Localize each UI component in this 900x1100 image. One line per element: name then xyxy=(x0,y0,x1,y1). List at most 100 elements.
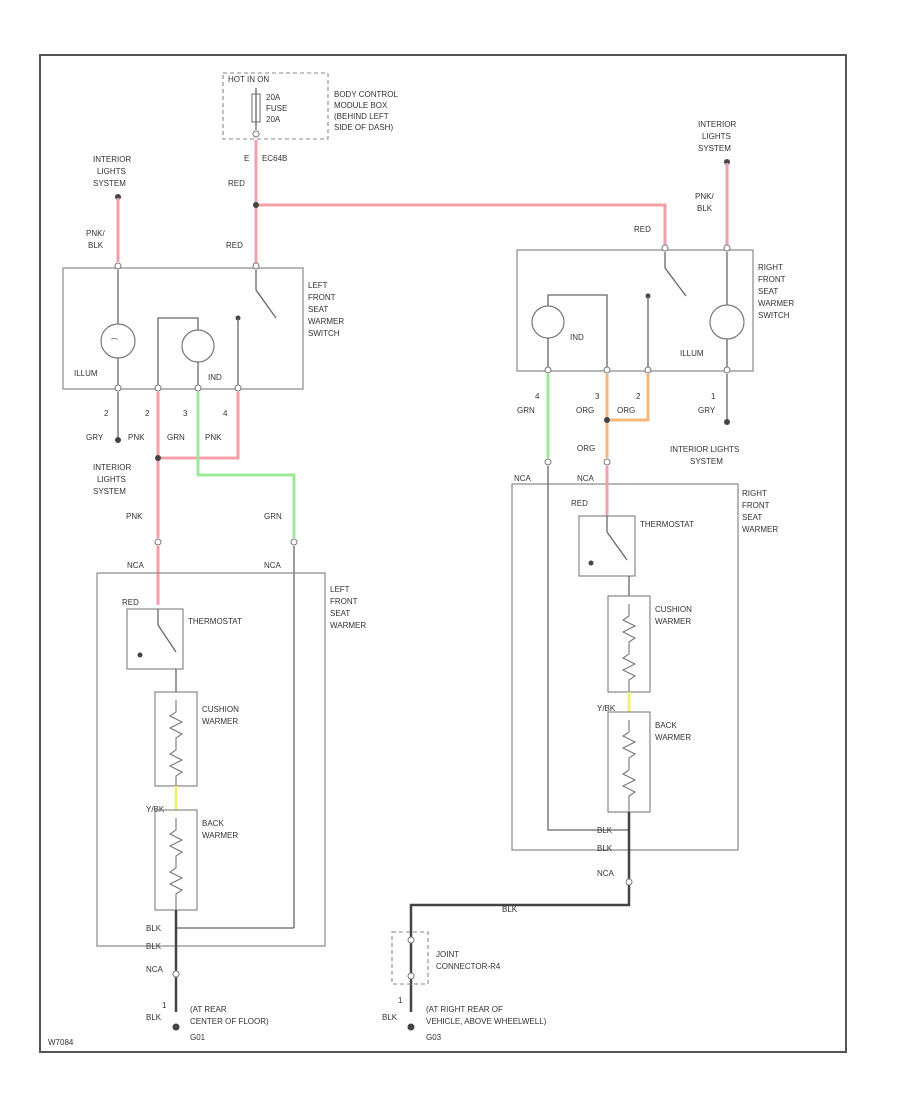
right-pin-4: 1 xyxy=(711,392,716,401)
right-warmer-nca-left: NCA xyxy=(514,474,532,483)
left-lower-interior-2: LIGHTS xyxy=(97,475,126,484)
right-org-below: ORG xyxy=(577,444,595,453)
left-pin-wire-1: GRY xyxy=(86,433,104,442)
right-blk-run: BLK xyxy=(502,905,518,914)
left-ground-id: G01 xyxy=(190,1033,206,1042)
left-ground-pin: 1 xyxy=(162,1001,167,1010)
right-interior-wire-2: BLK xyxy=(697,204,713,213)
right-joint-2: CONNECTOR-R4 xyxy=(436,962,501,971)
fuse-line-3: 20A xyxy=(266,115,281,124)
right-ground-id: G03 xyxy=(426,1033,442,1042)
left-lower-interior-3: SYSTEM xyxy=(93,487,126,496)
right-warmer-name-2: FRONT xyxy=(742,501,770,510)
right-warmer-nca-right: NCA xyxy=(577,474,595,483)
left-pin-3: 3 xyxy=(183,409,188,418)
left-warmer-grn: GRN xyxy=(264,512,282,521)
left-blk-2: BLK xyxy=(146,942,162,951)
right-cushion-1: CUSHION xyxy=(655,605,692,614)
diagram-frame xyxy=(39,54,847,1053)
left-ground: 1 BLK (AT REAR CENTER OF FLOOR) G01 xyxy=(146,1001,269,1042)
left-warmer-nca-right: NCA xyxy=(264,561,282,570)
right-switch: RIGHT FRONT SEAT WARMER SWITCH INTERIOR … xyxy=(516,120,794,466)
right-pin-wire-1: GRN xyxy=(517,406,535,415)
left-switch-name-5: SWITCH xyxy=(308,329,340,338)
right-lower-interior-1: INTERIOR LIGHTS xyxy=(670,445,739,454)
right-ground-wire-label: BLK xyxy=(382,1013,398,1022)
right-interior-2: LIGHTS xyxy=(702,132,731,141)
fuse-wire-color: RED xyxy=(228,179,245,188)
right-pin-wire-4: GRY xyxy=(698,406,716,415)
right-nca: NCA xyxy=(597,869,615,878)
right-switch-name-1: RIGHT xyxy=(758,263,783,272)
left-warmer-name-4: WARMER xyxy=(330,621,366,630)
right-back-1: BACK xyxy=(655,721,677,730)
left-warmer: PNK GRN NCA NCA LEFT FRONT SEAT WARMER R… xyxy=(96,512,366,974)
right-switch-name-3: SEAT xyxy=(758,287,778,296)
fuse-location-3: (BEHIND LEFT xyxy=(334,112,389,121)
right-back-2: WARMER xyxy=(655,733,691,742)
right-warmer-red: RED xyxy=(571,499,588,508)
left-switch: LEFT FRONT SEAT WARMER SWITCH INTERIOR L… xyxy=(62,155,344,496)
right-ground-pin: 1 xyxy=(398,996,403,1005)
right-ground-wire xyxy=(409,812,631,1012)
left-interior-1: INTERIOR xyxy=(93,155,131,164)
fuse-connector: EC64B xyxy=(262,154,287,163)
right-pin-3: 2 xyxy=(636,392,641,401)
right-warmer-name-3: SEAT xyxy=(742,513,762,522)
red-feed-wire xyxy=(254,140,667,265)
right-switch-name-5: SWITCH xyxy=(758,311,790,320)
right-ind-label: IND xyxy=(570,333,584,342)
right-pin-2: 3 xyxy=(595,392,600,401)
right-pin-wire-2: ORG xyxy=(576,406,594,415)
left-back-1: BACK xyxy=(202,819,224,828)
right-warmer: NCA NCA RIGHT FRONT SEAT WARMER RED THER… xyxy=(511,466,778,878)
left-back-2: WARMER xyxy=(202,831,238,840)
right-cushion-2: WARMER xyxy=(655,617,691,626)
left-lower-interior-1: INTERIOR xyxy=(93,463,131,472)
right-illum-label: ILLUM xyxy=(680,349,704,358)
left-interior-wire-2: BLK xyxy=(88,241,104,250)
right-pin-1: 4 xyxy=(535,392,540,401)
left-pin-2: 2 xyxy=(145,409,150,418)
right-thermostat-label: THERMOSTAT xyxy=(640,520,694,529)
left-pin-1: 2 xyxy=(104,409,109,418)
right-ground-location-2: VEHICLE, ABOVE WHEELWELL) xyxy=(426,1017,547,1026)
left-warmer-nca-left: NCA xyxy=(127,561,145,570)
left-cushion-2: WARMER xyxy=(202,717,238,726)
left-interior-3: SYSTEM xyxy=(93,179,126,188)
left-interior-wire-1: PNK/ xyxy=(86,229,105,238)
left-pin-wire-3: GRN xyxy=(167,433,185,442)
left-pink-wire xyxy=(156,392,240,538)
right-ground-location-1: (AT RIGHT REAR OF xyxy=(426,1005,503,1014)
left-pin-wire-4: PNK xyxy=(205,433,222,442)
right-switch-name-4: WARMER xyxy=(758,299,794,308)
left-warmer-name-3: SEAT xyxy=(330,609,350,618)
right-joint-1: JOINT xyxy=(436,950,459,959)
fuse-location-2: MODULE BOX xyxy=(334,101,388,110)
fuse-block: HOT IN ON 20A FUSE 20A BODY CONTROL MODU… xyxy=(222,72,398,188)
right-ground: JOINT CONNECTOR-R4 1 BLK (AT RIGHT REAR … xyxy=(382,931,547,1042)
right-lower-interior-2: SYSTEM xyxy=(690,457,723,466)
right-warmer-name-4: WARMER xyxy=(742,525,778,534)
left-warmer-red: RED xyxy=(122,598,139,607)
left-switch-name-2: FRONT xyxy=(308,293,336,302)
left-blk-1: BLK xyxy=(146,924,162,933)
fuse-line-2: FUSE xyxy=(266,104,287,113)
left-illum-label: ILLUM xyxy=(74,369,98,378)
svg-text:⌒: ⌒ xyxy=(111,338,118,346)
right-switch-in-pin: RED xyxy=(634,225,651,234)
left-warmer-name-2: FRONT xyxy=(330,597,358,606)
fuse-line-1: 20A xyxy=(266,93,281,102)
right-pin-wire-3: ORG xyxy=(617,406,635,415)
left-thermostat-label: THERMOSTAT xyxy=(188,617,242,626)
left-ind-label: IND xyxy=(208,373,222,382)
fuse-hot-label: HOT IN ON xyxy=(228,75,269,84)
left-nca: NCA xyxy=(146,965,164,974)
left-warmer-pnk: PNK xyxy=(126,512,143,521)
left-green-wire xyxy=(196,392,296,538)
left-switch-name-4: WARMER xyxy=(308,317,344,326)
fuse-location-1: BODY CONTROL xyxy=(334,90,398,99)
left-ground-location-2: CENTER OF FLOOR) xyxy=(190,1017,269,1026)
left-switch-name-1: LEFT xyxy=(308,281,328,290)
